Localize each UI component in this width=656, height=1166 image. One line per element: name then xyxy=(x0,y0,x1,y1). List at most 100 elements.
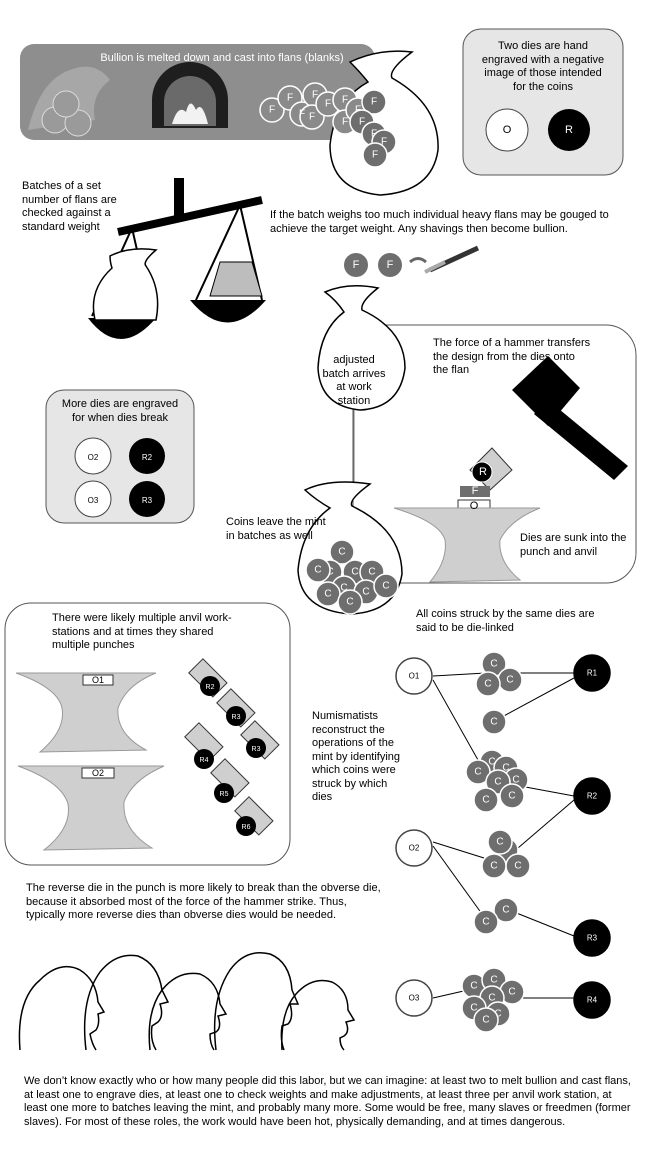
leave-text: Coins leave the mint in batches as well xyxy=(226,516,326,542)
anvil xyxy=(393,507,541,583)
laborers-silhouettes xyxy=(18,952,356,1051)
die-o3-label: O3 xyxy=(87,496,99,505)
flan-label-7: F xyxy=(342,117,348,128)
network-coin-label-3-1: C xyxy=(490,861,497,872)
anvil-o1-label: O1 xyxy=(91,675,104,685)
punch-set xyxy=(184,658,280,836)
obverse-die xyxy=(485,108,529,152)
hammer-text: The force of a hammer transfers the desi… xyxy=(433,337,591,376)
network-coin-label-1-0: C xyxy=(490,717,497,728)
die-o3 xyxy=(74,480,112,518)
network-coin-label-5-2: C xyxy=(508,987,515,998)
obverse-die-label: O xyxy=(502,124,512,136)
network-coin-4-0 xyxy=(493,897,519,923)
flan-sack xyxy=(329,50,439,196)
network-coin-label-0-0: C xyxy=(490,659,497,670)
network-coin-label-0-1: C xyxy=(506,675,513,686)
network-coin-label-5-6: C xyxy=(482,1015,489,1026)
anvil-o2 xyxy=(17,765,165,851)
leaving-coin-label-6: C xyxy=(382,581,389,592)
die-r3 xyxy=(129,481,165,517)
die-link-lines xyxy=(432,672,575,999)
flan-label-12: F xyxy=(381,137,387,148)
network-coin-label-5-1: C xyxy=(490,975,497,986)
network-coin-2-1 xyxy=(465,759,491,785)
network-coin-label-2-2: C xyxy=(502,763,509,774)
flan-label-10: F xyxy=(359,117,365,128)
punch-r3b-label: R3 xyxy=(251,746,261,753)
leaving-coin-7 xyxy=(315,581,341,607)
flan-label-13: F xyxy=(372,150,378,161)
network-coin-label-2-3: C xyxy=(512,775,519,786)
network-coin-label-2-4: C xyxy=(494,777,501,788)
dies-text: Two dies are hand engraved with a negati… xyxy=(481,40,605,93)
leaving-coin-8 xyxy=(337,589,363,615)
flan-label-6: F xyxy=(342,95,348,106)
multi-station-panel xyxy=(4,602,291,866)
punch-r6-label: R6 xyxy=(241,824,251,831)
leaving-coin-label-2: C xyxy=(351,567,358,578)
hammer-icon xyxy=(512,356,628,480)
flan-label-3: F xyxy=(312,90,318,101)
network-coin-label-3-2: C xyxy=(514,861,521,872)
network-coin-3-3 xyxy=(487,829,513,855)
leaving-coin-label-9: C xyxy=(314,565,321,576)
melt-caption: Bullion is melted down and cast into fla… xyxy=(100,52,344,64)
more-dies-text: More dies are engraved for when dies bre… xyxy=(61,398,179,424)
die-o2 xyxy=(74,437,112,475)
die-o2-label: O2 xyxy=(87,453,99,462)
reverse-node-r2 xyxy=(573,777,611,815)
flan-label-8: F xyxy=(355,105,361,116)
punch-r5-label: R5 xyxy=(219,791,229,798)
network-coin-label-5-0: C xyxy=(470,981,477,992)
flan-label: F xyxy=(471,485,479,497)
die-r2 xyxy=(129,438,165,474)
flan-on-anvil xyxy=(460,486,490,497)
network-coin-label-0-2: C xyxy=(484,679,491,690)
obverse-node-label-o1: O1 xyxy=(409,672,420,681)
reverse-node-label-r2: R2 xyxy=(587,792,598,801)
reverse-note-text: The reverse die in the punch is more lik… xyxy=(26,882,381,921)
network-coin-label-5-5: C xyxy=(494,1009,501,1020)
flan-bag-on-scale xyxy=(92,248,159,321)
obverse-node-label-o3: O3 xyxy=(409,994,420,1003)
reverse-die xyxy=(548,109,590,151)
network-coin-label-2-6: C xyxy=(508,791,515,802)
reverse-die-label: R xyxy=(565,124,573,136)
labor-text: We don’t know exactly who or how many pe… xyxy=(24,1075,631,1128)
die-linked-text: All coins struck by the same dies are sa… xyxy=(416,608,595,634)
sunk-text: Dies are sunk into the punch and anvil xyxy=(520,532,627,558)
network-coin-1-0 xyxy=(481,709,507,735)
punch-die xyxy=(469,447,513,491)
punch-r2-label: R2 xyxy=(205,684,215,691)
leaving-coin-0 xyxy=(329,539,355,565)
flan-label-0: F xyxy=(269,105,275,116)
flan-label-9: F xyxy=(371,97,377,108)
reverse-node-r1 xyxy=(573,654,611,692)
furnace-icon xyxy=(152,62,228,128)
obverse-node-o1 xyxy=(395,657,433,695)
reverse-node-r4 xyxy=(573,981,611,1019)
leaving-coin-label-7: C xyxy=(324,589,331,600)
network-coin-5-6 xyxy=(473,1007,499,1033)
network-coin-0-2 xyxy=(475,671,501,697)
balance-scale-icon xyxy=(88,178,266,339)
flan-pile-bag xyxy=(349,89,397,168)
gouge-chisel-icon xyxy=(424,245,480,274)
network-coin-label-2-5: C xyxy=(482,795,489,806)
network-coin-label-5-3: C xyxy=(488,993,495,1004)
leaving-coin-label-3: C xyxy=(368,567,375,578)
gouged-flan-label-2: F xyxy=(386,259,394,271)
punch-r3a-label: R3 xyxy=(231,714,241,721)
leaving-coin-label-5: C xyxy=(362,587,369,598)
leaving-coin-9 xyxy=(305,557,331,583)
workstation-panel xyxy=(352,324,637,584)
leaving-coin-label-0: C xyxy=(338,547,345,558)
die-r2-label: R2 xyxy=(141,453,153,462)
network-coin-label-2-0: C xyxy=(488,757,495,768)
leaving-coin-label-4: C xyxy=(340,583,347,594)
obverse-node-o2 xyxy=(395,829,433,867)
network-coin-label-5-4: C xyxy=(470,1003,477,1014)
network-coin-label-4-0: C xyxy=(502,905,509,916)
